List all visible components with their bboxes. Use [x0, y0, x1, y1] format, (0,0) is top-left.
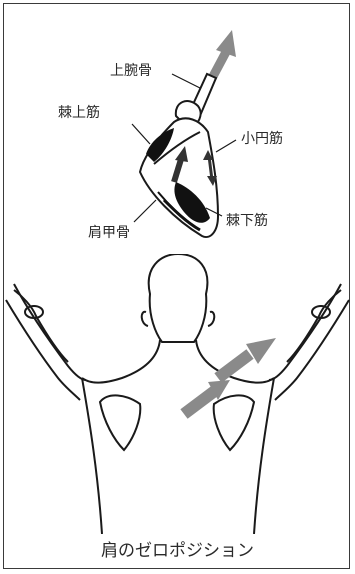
left-shoulder-line	[82, 340, 160, 383]
label-supraspinatus: 棘上筋	[58, 106, 100, 120]
label-infraspinatus: 棘下筋	[226, 214, 268, 228]
right-ear	[208, 312, 214, 326]
zero-position-figure	[4, 254, 351, 534]
figure-caption: 肩のゼロポジション	[4, 536, 351, 561]
head	[149, 254, 208, 342]
scapula-bone	[140, 118, 218, 237]
left-scapula	[100, 395, 140, 450]
label-scapula: 肩甲骨	[88, 226, 130, 240]
left-ear	[142, 312, 148, 326]
figure-frame: 上腕骨 棘上筋 小円筋 肩甲骨 棘下筋 肩	[3, 3, 350, 569]
scapula-humerus-illustration	[4, 4, 351, 254]
label-humerus: 上腕骨	[110, 64, 152, 78]
right-scapula	[214, 395, 254, 450]
left-torso	[82, 378, 102, 534]
label-teres-minor: 小円筋	[241, 132, 283, 146]
right-torso	[254, 378, 274, 534]
